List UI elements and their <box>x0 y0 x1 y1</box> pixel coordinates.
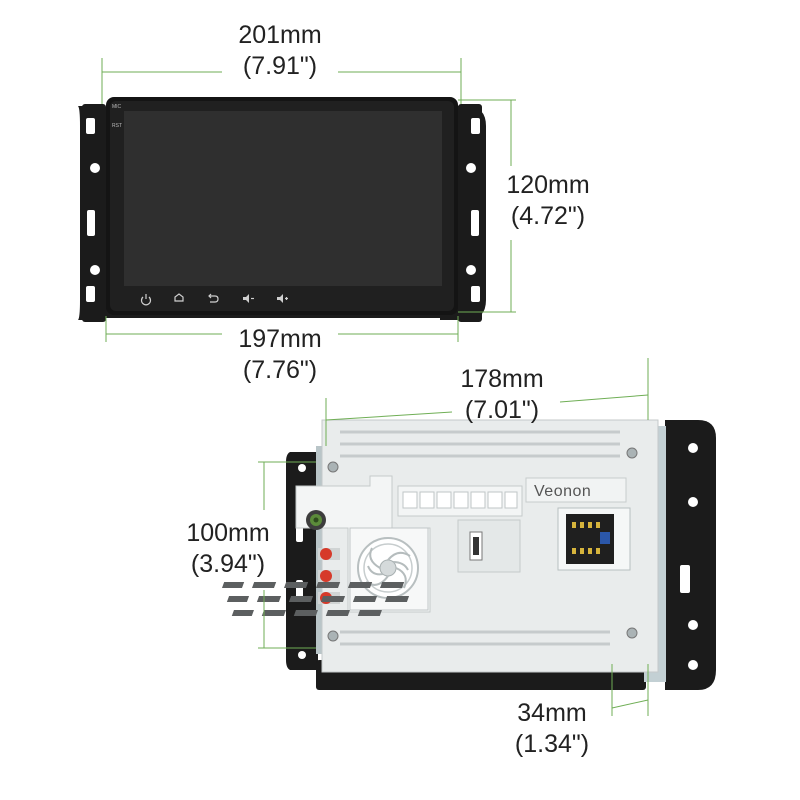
rst-label: RST <box>112 123 122 129</box>
back-width-label: 178mm (7.01") <box>444 364 560 426</box>
back-height-mm: 100mm <box>186 519 270 547</box>
red-connectors <box>318 548 340 604</box>
back-height-inch: (3.94") <box>190 550 266 578</box>
depth-label: 34mm (1.34") <box>496 698 608 760</box>
vents <box>221 582 410 616</box>
antenna-connector-icon <box>306 510 326 530</box>
front-width-top-label: 201mm (7.91") <box>222 20 338 82</box>
front-width-bottom-mm: 197mm <box>238 325 322 353</box>
mic-label: MIC <box>112 104 122 110</box>
back-dimension-lines <box>258 358 649 716</box>
power-icon[interactable] <box>140 294 152 306</box>
back-width-mm: 178mm <box>460 365 544 393</box>
back-view: Veonon <box>221 419 716 690</box>
front-height-mm: 120mm <box>506 171 590 199</box>
depth-mm: 34mm <box>517 699 587 727</box>
back-screws <box>327 447 638 642</box>
depth-inch: (1.34") <box>514 730 590 758</box>
back-width-inch: (7.01") <box>464 396 540 424</box>
front-width-bottom-label: 197mm (7.76") <box>222 324 338 386</box>
main-harness-connector <box>557 507 631 571</box>
back-height-label: 100mm (3.94") <box>172 518 284 580</box>
volume-up-icon[interactable] <box>277 294 288 303</box>
home-icon[interactable] <box>174 293 184 302</box>
front-width-bottom-inch: (7.76") <box>242 356 318 384</box>
back-icon[interactable] <box>208 293 219 303</box>
front-view: MIC RST <box>78 97 486 322</box>
brand-logo: Veonon <box>534 483 591 500</box>
front-height-inch: (4.72") <box>510 202 586 230</box>
front-height-label: 120mm (4.72") <box>492 170 604 232</box>
front-dimension-lines <box>101 58 516 342</box>
bracket-holes <box>86 118 480 302</box>
front-width-top-inch: (7.91") <box>242 52 318 80</box>
front-width-top-mm: 201mm <box>238 21 322 49</box>
hdmi-port <box>469 531 483 561</box>
volume-down-icon[interactable] <box>243 294 254 303</box>
touch-screen <box>124 111 442 286</box>
